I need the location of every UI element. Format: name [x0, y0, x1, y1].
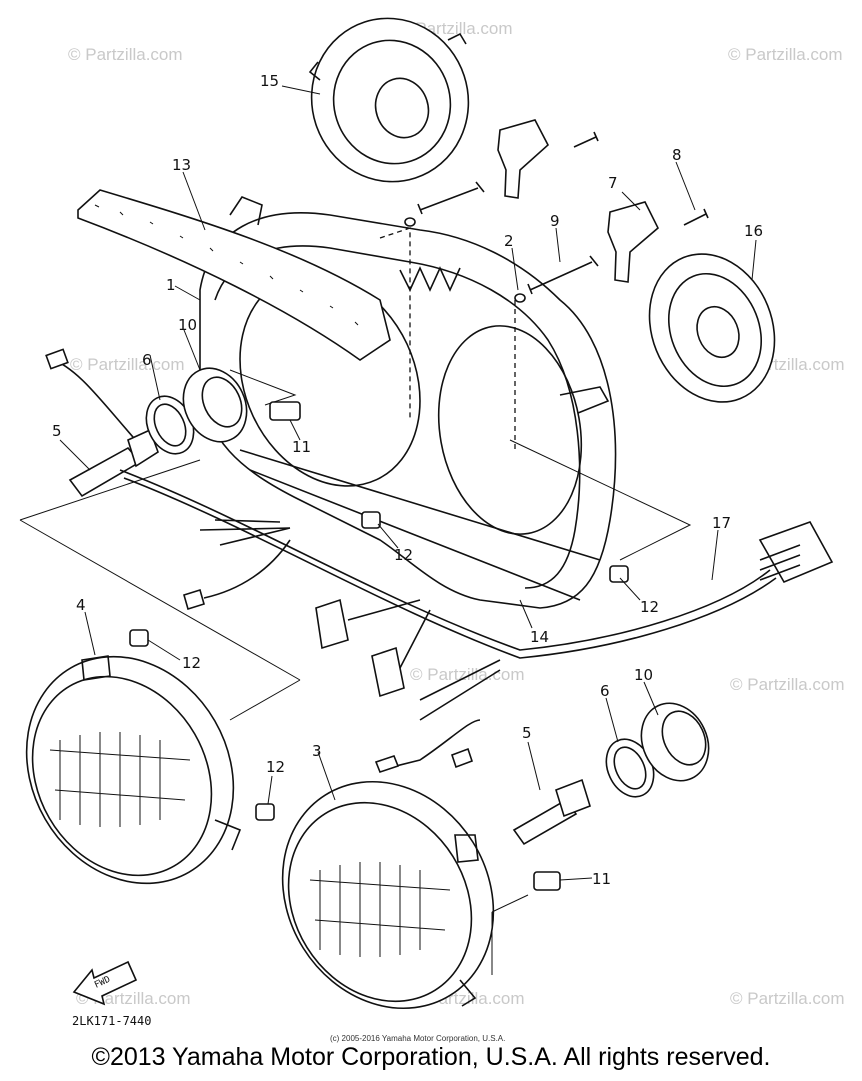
- callout-5: 5: [52, 422, 62, 440]
- callout-13: 13: [172, 156, 191, 174]
- watermark: © Partzilla.com: [68, 45, 183, 64]
- callout-4: 4: [76, 596, 86, 614]
- bulb-socket-upper: [269, 401, 301, 421]
- part-callouts: 15 13 1 10 6 11 5 2 9 7 8 16 17 12 12 14…: [52, 72, 763, 888]
- inner-copyright: (c) 2005-2016 Yamaha Motor Corporation, …: [330, 1034, 505, 1043]
- wire-harness: [119, 469, 834, 773]
- o-rings: [404, 217, 526, 303]
- callout-11: 11: [292, 438, 311, 456]
- callout-3: 3: [312, 742, 322, 760]
- callout-5: 5: [522, 724, 532, 742]
- watermark: © Partzilla.com: [730, 989, 845, 1008]
- headlight-rim-right: [648, 253, 776, 403]
- callout-7: 7: [608, 174, 618, 192]
- callout-10: 10: [634, 666, 653, 684]
- callout-12: 12: [182, 654, 201, 672]
- headlight-brackets: [497, 119, 659, 283]
- callout-12: 12: [394, 546, 413, 564]
- callout-8: 8: [672, 146, 682, 164]
- callout-1: 1: [166, 276, 176, 294]
- left-bulb-assembly: [45, 348, 248, 498]
- nuts: [129, 511, 629, 821]
- leader-lines: [59, 85, 757, 881]
- callout-6: 6: [142, 351, 152, 369]
- watermark: © Partzilla.com: [70, 355, 185, 374]
- fwd-arrow: FWD: [72, 960, 138, 1006]
- footer-copyright: ©2013 Yamaha Motor Corporation, U.S.A. A…: [91, 1043, 771, 1071]
- watermark: © Partzilla.com: [730, 675, 845, 694]
- callout-15: 15: [260, 72, 279, 90]
- foam-strip: [77, 189, 391, 361]
- headlight-left: [25, 655, 242, 885]
- watermark: © Partzilla.com: [728, 45, 843, 64]
- callout-17: 17: [712, 514, 731, 532]
- callout-6: 6: [600, 682, 610, 700]
- headlight-rim-upper: [308, 17, 470, 183]
- headlight-right: [281, 780, 495, 1010]
- callout-11: 11: [592, 870, 611, 888]
- watermark: © Partzilla.com: [410, 665, 525, 684]
- callout-12: 12: [266, 758, 285, 776]
- callout-10: 10: [178, 316, 197, 334]
- callout-2: 2: [504, 232, 514, 250]
- diagram-code: 2LK171-7440: [72, 1014, 151, 1028]
- callout-12: 12: [640, 598, 659, 616]
- callout-9: 9: [550, 212, 560, 230]
- callout-16: 16: [744, 222, 763, 240]
- callout-14: 14: [530, 628, 549, 646]
- bolts: [417, 131, 709, 295]
